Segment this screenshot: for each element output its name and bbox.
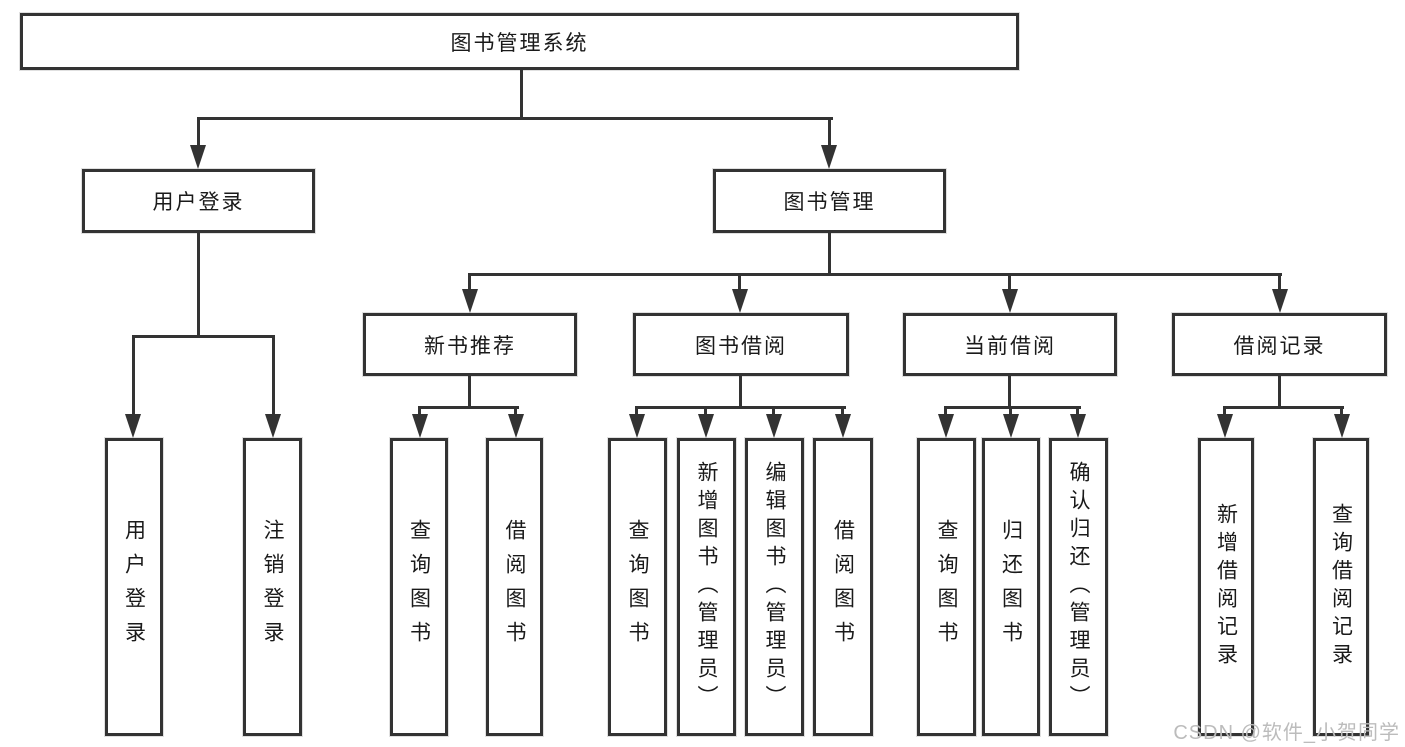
leaf-edit-books-admin: 编辑图书（管理员） — [745, 438, 804, 736]
node-label: 查询图书 — [935, 519, 958, 655]
connector-line — [468, 273, 471, 293]
leaf-borrow-books-recommend: 借阅图书 — [486, 438, 543, 736]
arrow-down-icon — [629, 414, 645, 438]
node-label: 图书管理系统 — [450, 31, 589, 55]
arrow-down-icon — [462, 289, 478, 313]
connector-line — [1009, 406, 1012, 416]
node-label: 借阅图书 — [503, 519, 526, 655]
node-borrowing-records: 借阅记录 — [1172, 313, 1387, 376]
node-label: 确认归还（管理员） — [1067, 461, 1090, 713]
node-book-borrowing: 图书借阅 — [633, 313, 849, 376]
arrow-down-icon — [190, 145, 206, 169]
node-label: 归还图书 — [999, 519, 1023, 655]
node-label: 新增图书（管理员） — [695, 461, 718, 713]
leaf-add-books-admin: 新增图书（管理员） — [677, 438, 736, 736]
arrow-down-icon — [125, 414, 141, 438]
connector-line — [418, 406, 421, 416]
connector-line — [418, 406, 519, 409]
connector-line — [197, 117, 833, 120]
node-book-management: 图书管理 — [713, 169, 946, 233]
leaf-borrow-books: 借阅图书 — [813, 438, 873, 736]
connector-line — [828, 117, 831, 149]
arrow-down-icon — [412, 414, 428, 438]
connector-line — [132, 335, 275, 338]
csdn-watermark: CSDN @软件_小贺同学 — [1173, 722, 1400, 744]
connector-line — [738, 273, 741, 293]
connector-line — [1008, 376, 1011, 406]
connector-line — [1223, 406, 1226, 416]
node-label: 当前借阅 — [964, 334, 1056, 358]
node-label: 用户登录 — [152, 191, 245, 214]
arrow-down-icon — [508, 414, 524, 438]
connector-line — [1340, 406, 1343, 416]
arrow-down-icon — [821, 145, 837, 169]
leaf-query-books-borrowing: 查询图书 — [608, 438, 667, 736]
leaf-query-books-recommend: 查询图书 — [390, 438, 448, 736]
connector-line — [468, 273, 1282, 276]
arrow-down-icon — [1217, 414, 1233, 438]
connector-line — [514, 406, 517, 416]
arrow-down-icon — [835, 414, 851, 438]
leaf-add-borrow-record: 新增借阅记录 — [1198, 438, 1254, 736]
node-label: 借阅图书 — [831, 519, 855, 655]
arrow-down-icon — [1002, 289, 1018, 313]
connector-line — [272, 335, 275, 417]
node-label: 用户登录 — [122, 519, 146, 655]
connector-line — [635, 406, 638, 416]
connector-line — [132, 335, 135, 417]
node-label: 借阅记录 — [1233, 334, 1326, 358]
connector-line — [1076, 406, 1079, 416]
connector-line — [944, 406, 1081, 409]
leaf-logout: 注销登录 — [243, 438, 302, 736]
leaf-confirm-return-admin: 确认归还（管理员） — [1049, 438, 1108, 736]
node-library-management-system: 图书管理系统 — [20, 13, 1019, 70]
connector-line — [635, 406, 846, 409]
connector-line — [1224, 406, 1344, 409]
arrow-down-icon — [1272, 289, 1288, 313]
node-label: 查询图书 — [407, 519, 431, 655]
arrow-down-icon — [1003, 414, 1019, 438]
connector-line — [520, 70, 523, 117]
leaf-query-borrow-record: 查询借阅记录 — [1313, 438, 1369, 736]
node-label: 图书借阅 — [695, 334, 787, 358]
connector-line — [944, 406, 947, 416]
leaf-return-books: 归还图书 — [982, 438, 1040, 736]
node-label: 编辑图书（管理员） — [763, 461, 786, 713]
connector-line — [1278, 376, 1281, 406]
node-label: 新增借阅记录 — [1214, 503, 1238, 671]
arrow-down-icon — [1070, 414, 1086, 438]
node-user-login: 用户登录 — [82, 169, 315, 233]
connector-line — [772, 406, 775, 416]
node-label: 查询图书 — [626, 519, 649, 655]
node-label: 新书推荐 — [424, 334, 516, 358]
node-label: 注销登录 — [261, 519, 284, 655]
arrow-down-icon — [732, 289, 748, 313]
connector-line — [197, 117, 200, 149]
arrow-down-icon — [265, 414, 281, 438]
connector-line — [1008, 273, 1011, 293]
arrow-down-icon — [698, 414, 714, 438]
connector-line — [704, 406, 707, 416]
connector-line — [841, 406, 844, 416]
leaf-query-books-current: 查询图书 — [917, 438, 976, 736]
connector-line — [828, 233, 831, 273]
arrow-down-icon — [1334, 414, 1350, 438]
arrow-down-icon — [766, 414, 782, 438]
leaf-user-login: 用户登录 — [105, 438, 163, 736]
connector-line — [197, 233, 200, 335]
node-current-borrowing: 当前借阅 — [903, 313, 1117, 376]
arrow-down-icon — [938, 414, 954, 438]
node-label: 查询借阅记录 — [1329, 503, 1353, 671]
node-label: 图书管理 — [783, 191, 876, 214]
connector-line — [1278, 273, 1281, 293]
connector-line — [739, 376, 742, 406]
connector-line — [468, 376, 471, 406]
node-new-book-recommendation: 新书推荐 — [363, 313, 577, 376]
